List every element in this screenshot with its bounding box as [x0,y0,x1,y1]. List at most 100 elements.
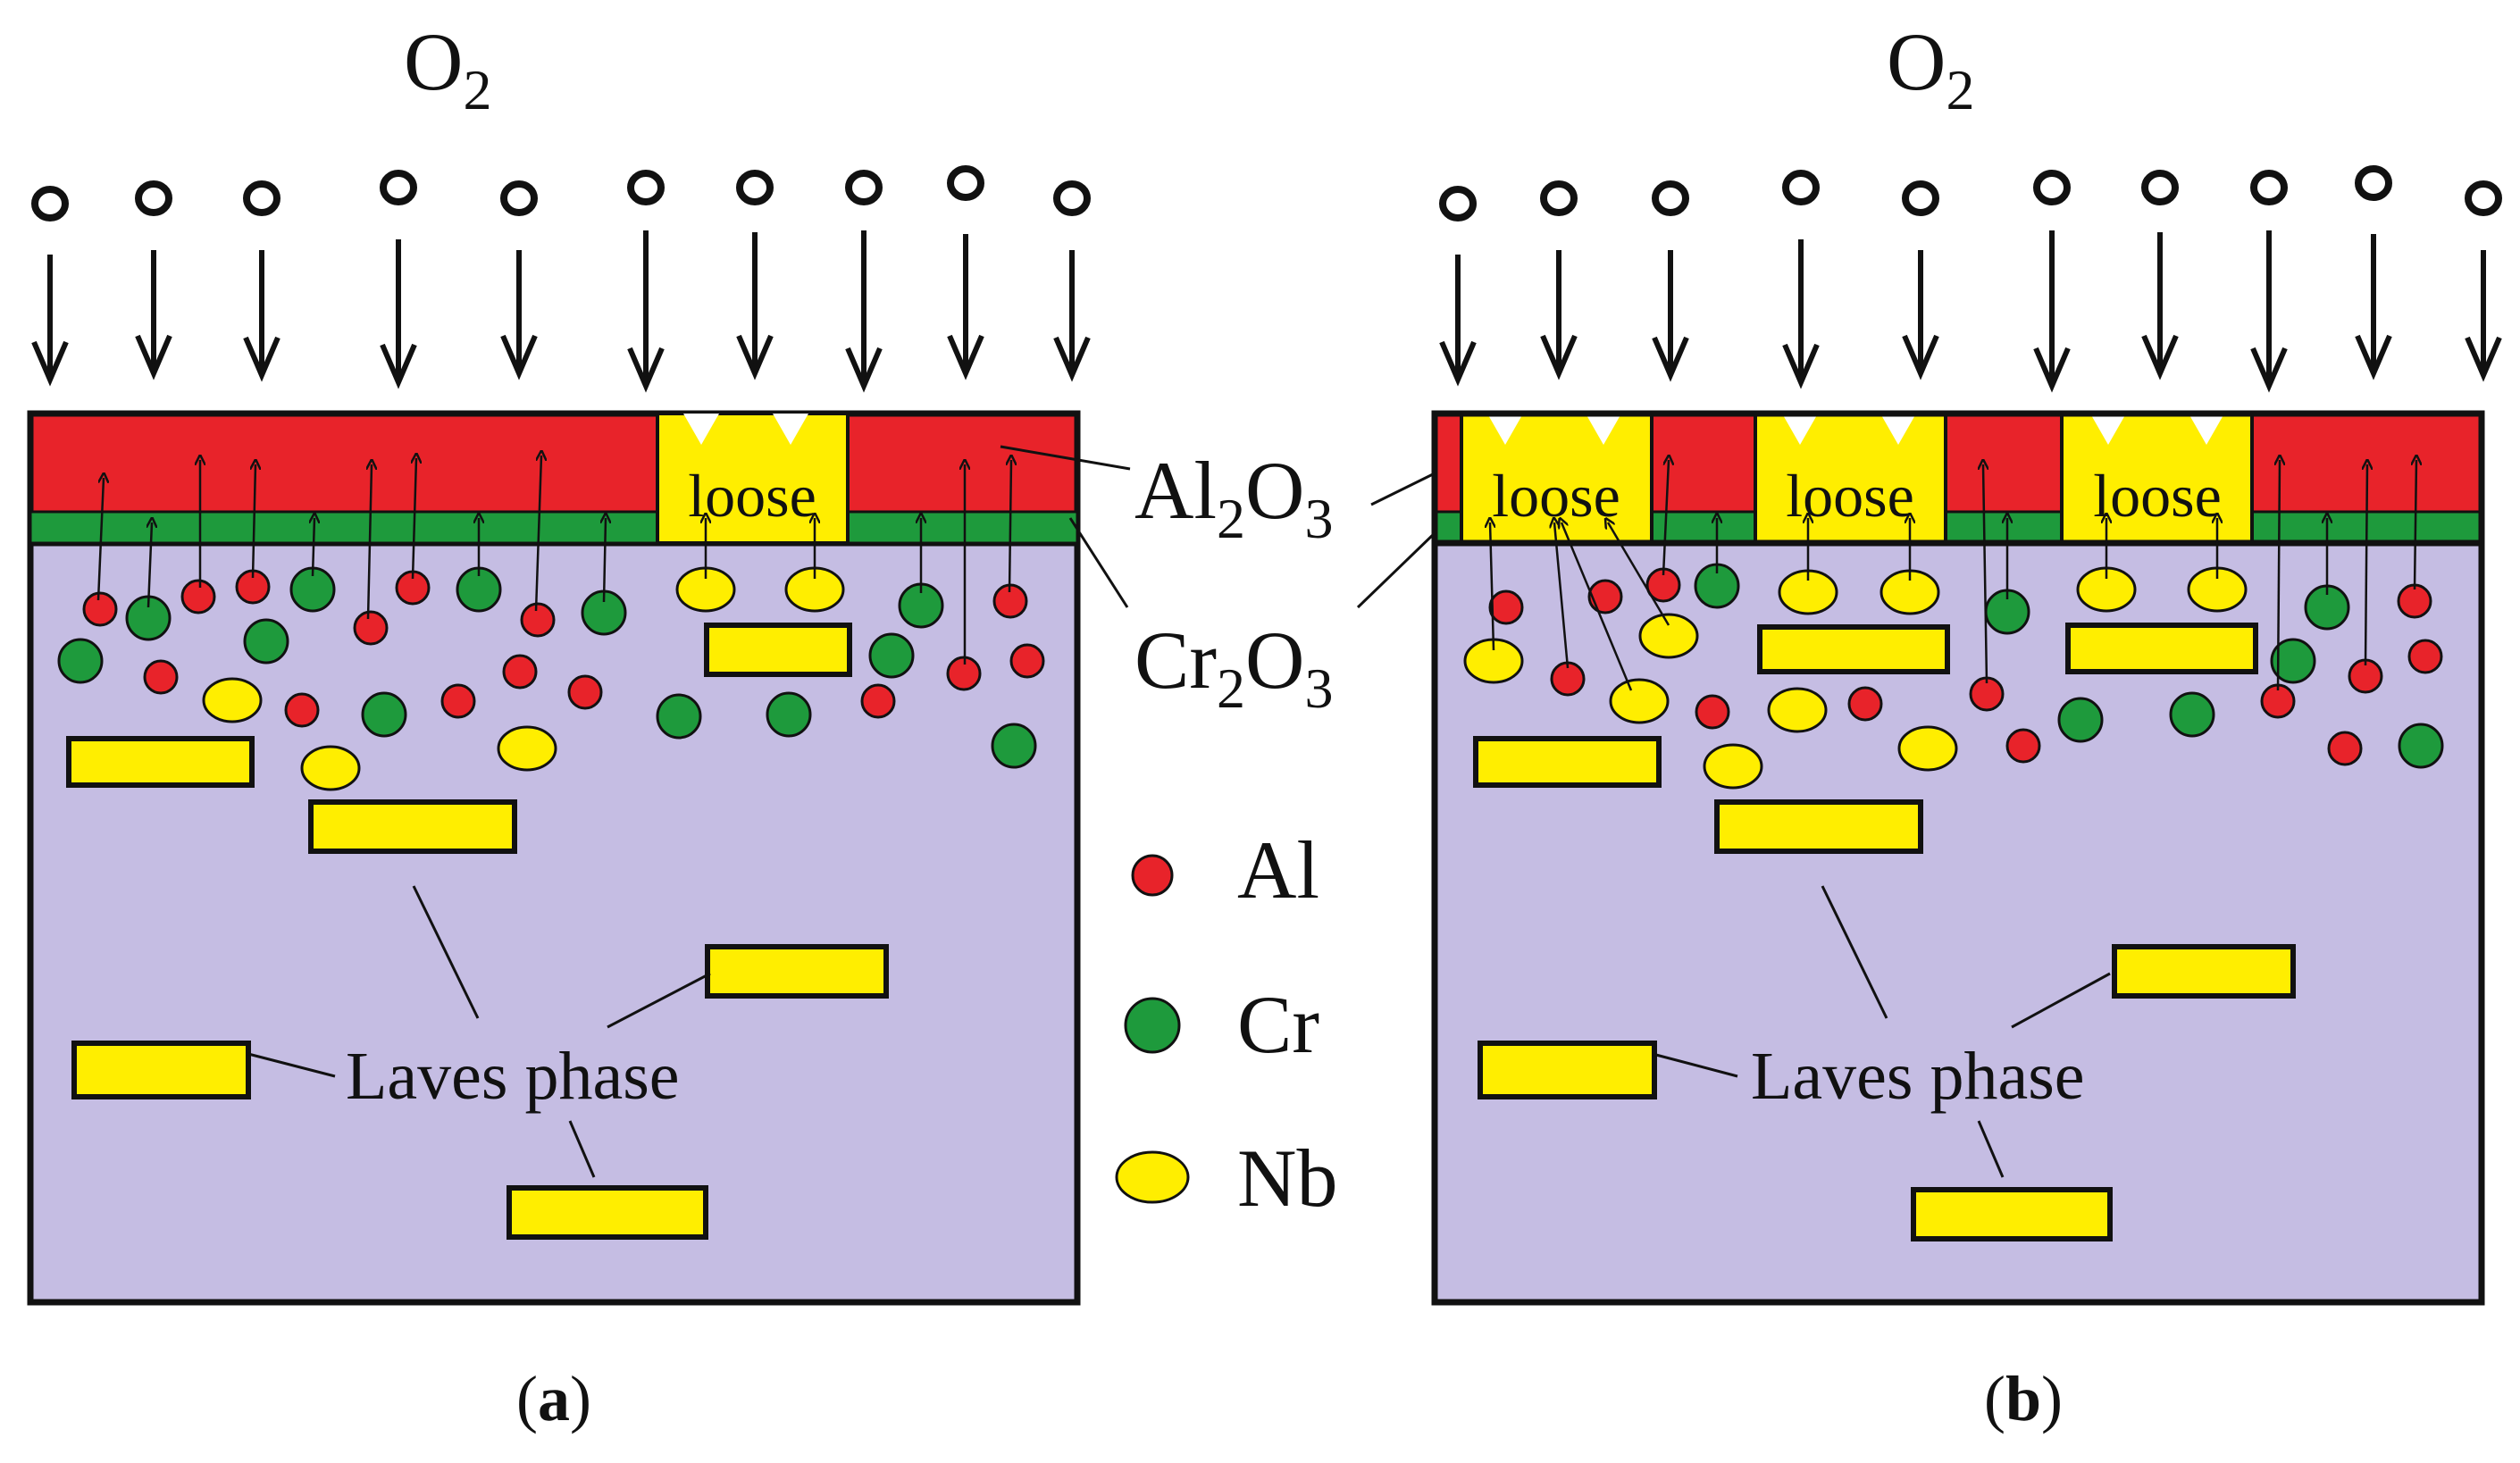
nb-atom-icon [1609,678,1670,724]
cr-atom-icon [656,693,702,740]
diffusion-arrow [1554,522,1570,669]
incoming-arrow-group-a [31,230,1091,393]
al-atom-icon [440,683,476,719]
nb-atom-icon [1638,613,1699,659]
scale-outline-b [1431,410,2485,547]
panel-b: O2 loose loose loose [1431,16,2502,1306]
diffusion-arrow [1662,460,1669,576]
al-atom-icon [520,602,556,638]
cr-atom-icon [243,618,289,665]
laves-phase-bar-icon [1473,736,1662,788]
diffusion-arrow [96,478,104,601]
loose-oxide-a: loose [656,412,850,545]
arrow-head [1652,336,1689,382]
al-atom-icon [1587,579,1623,614]
al-atom-icon [284,692,320,728]
al-atom-icon [567,674,603,710]
diffusion-arrow [1608,522,1670,626]
down-arrow-icon [1902,250,1939,380]
al-atom-icon [2397,583,2432,619]
down-arrow-icon [1540,250,1578,380]
diffusion-arrow [368,464,372,620]
arrow-head [947,334,984,380]
legend-cr-label: Cr [1237,979,1319,1070]
atom-group-b [1463,563,2444,790]
laves-phase-bar-icon [1911,1187,2113,1241]
al2o3-label: Al2O3 [1134,445,1333,550]
oxygen-molecule-icon [947,165,984,201]
diffusion-arrow-group-b [1490,460,2416,691]
oxygen-molecule-icon [2141,170,2179,205]
cr2o3-leader-lines [1068,517,1438,609]
oxygen-molecule-icon [31,186,69,222]
down-arrow-icon [1652,250,1689,382]
arrow-head [1439,340,1477,387]
arrow-head [2141,334,2179,380]
atom-group-a [57,566,1045,791]
arrow-head [2250,347,2288,393]
down-arrow-icon [2465,250,2502,382]
oxygen-molecule-icon [1053,180,1091,216]
incoming-arrow-group-b [1439,230,2502,393]
arrow-head [243,336,280,382]
al-atom-icon [2327,731,2363,766]
oxygen-molecule-icon [2355,165,2392,201]
down-arrow-icon [135,250,172,380]
cr-atom-icon [361,691,407,738]
laves-phase-bar-icon [66,736,255,788]
cr-atom-icon [991,723,1037,769]
oxygen-molecule-icon [1782,170,1820,205]
al-atom-icon [1695,694,1730,730]
cr2o3-label: Cr2O3 [1134,614,1333,720]
legend-al-label: Al [1237,824,1319,915]
cr-atom-icon [2270,638,2316,684]
al-atom-icon [180,579,216,614]
nb-atom-icon [497,725,557,772]
diffusion-arrow [604,518,606,603]
al2o3-leader-lines [1000,445,1436,506]
down-arrow-icon [1439,255,1477,387]
arrow-head [1782,343,1820,389]
down-arrow-icon [31,255,69,387]
laves-phase-bar-icon [704,623,852,677]
diffusion-arrow [534,456,541,612]
cr-atom-icon [766,691,812,738]
arrow-head [1053,336,1091,382]
oxygen-molecule-icon [243,180,280,216]
nb-atom-icon [1767,687,1828,733]
diffusion-arrow [413,458,416,580]
laves-phase-group-a [66,623,889,1240]
down-arrow-icon [845,230,883,393]
al-atom-icon [1131,854,1174,897]
laves-leader-lines-a [247,885,711,1178]
loose-label-b2: loose [1786,462,1914,530]
oxygen-molecule-icon [2465,180,2502,216]
al-atom-icon [860,683,896,719]
arrow-head [736,334,774,380]
oxygen-molecule-icon [1540,180,1578,216]
laves-label-b: Laves phase [1751,1039,2085,1114]
al-atom-icon [1009,643,1045,679]
diffusion-arrow [253,464,255,579]
down-arrow-icon [2250,230,2288,393]
al-atom-icon [1847,686,1883,722]
down-arrow-icon [947,234,984,380]
laves-phase-bar-icon [2065,623,2258,674]
oxygen-molecule-icon [380,170,417,205]
down-arrow-icon [627,230,665,393]
down-arrow-icon [2355,234,2392,380]
o2-label-a: O2 [404,16,491,121]
down-arrow-icon [1782,239,1820,389]
o2-label-b: O2 [1887,16,1974,121]
diffusion-arrow [2365,464,2367,666]
cr-atom-icon [868,632,915,679]
oxygen-molecule-icon [500,180,538,216]
diffusion-arrow [313,518,314,577]
laves-phase-bar-icon [2112,944,2296,999]
scale-labels: Al2O3 Cr2O3 [1000,445,1438,720]
laves-phase-bar-icon [71,1041,251,1099]
laves-phase-bar-icon [1714,799,1923,854]
nb-atom-icon [300,745,361,791]
oxygen-molecule-icon [135,180,172,216]
arrow-head [627,347,665,393]
